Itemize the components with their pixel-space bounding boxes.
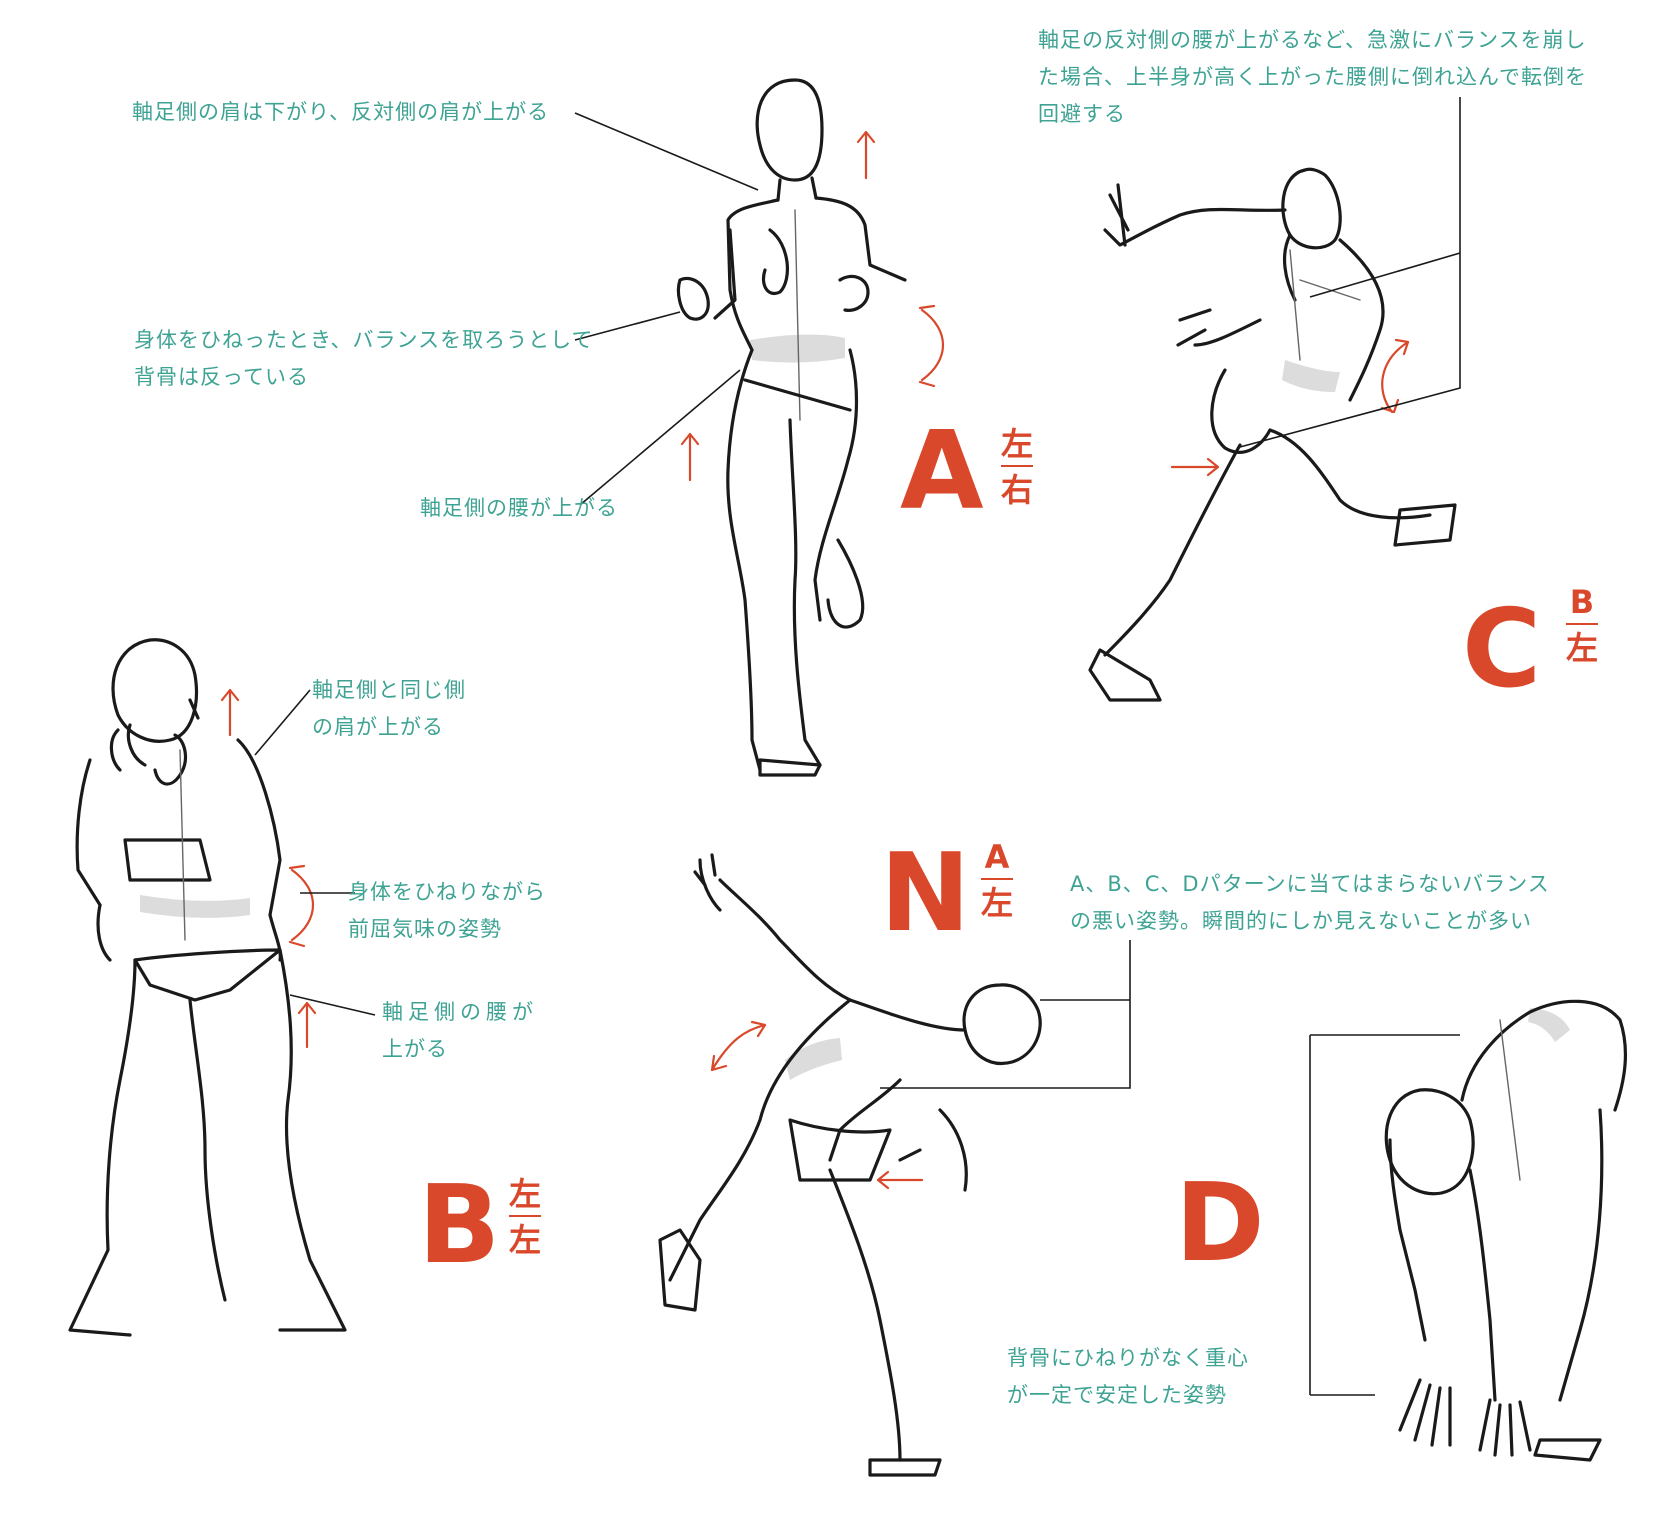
- label-b-top: 左: [508, 1175, 541, 1213]
- label-a-bottom: 右: [1000, 471, 1033, 509]
- label-a-bar: [1001, 465, 1033, 467]
- label-c-top: B: [1569, 583, 1595, 621]
- figure-c-leaders: [1239, 97, 1461, 448]
- figure-a-leaders: [574, 112, 759, 506]
- figure-c: [1088, 167, 1457, 702]
- note-b-shoulder-line2: の肩が上がる: [312, 715, 444, 739]
- note-n-line2: の悪い姿勢。瞬間的にしか見えないことが多い: [1070, 909, 1532, 933]
- label-b-fraction: 左 左: [503, 1175, 547, 1259]
- figure-n-arrows: [710, 1020, 924, 1190]
- note-a-hip: 軸足側の腰が上がる: [420, 496, 618, 520]
- note-a-spine-line2: 背骨は反っている: [134, 365, 309, 389]
- figure-a-arrows: [680, 130, 945, 482]
- note-b-twist-line2: 前屈気味の姿勢: [348, 917, 502, 941]
- figure-n-leaders: [880, 940, 1131, 1089]
- label-n-bar: [981, 878, 1013, 880]
- note-d-line1: 背骨にひねりがなく重心: [1007, 1346, 1249, 1370]
- label-n-top: A: [984, 838, 1010, 876]
- note-a-spine-line1: 身体をひねったとき、バランスを取ろうとして: [134, 328, 594, 352]
- label-a-fraction: 左 右: [995, 425, 1039, 509]
- note-c-line1: 軸足の反対側の腰が上がるなど、急激にバランスを崩し: [1038, 28, 1587, 52]
- figure-b-arrows: [220, 688, 317, 1049]
- figure-a: [676, 78, 907, 777]
- label-a-letter: A: [900, 409, 984, 534]
- label-n-bottom: 左: [980, 884, 1013, 922]
- label-b-bottom: 左: [508, 1221, 541, 1259]
- label-n-fraction: A 左: [975, 838, 1019, 922]
- label-c-bottom: 左: [1565, 629, 1598, 667]
- label-b-letter: B: [418, 1163, 501, 1288]
- label-d-letter: D: [1175, 1161, 1265, 1286]
- note-b-hip-line2: 上がる: [382, 1037, 448, 1061]
- figure-n: [658, 853, 1042, 1477]
- label-n-letter: N: [880, 831, 971, 956]
- note-b-twist-line1: 身体をひねりながら: [348, 880, 546, 904]
- label-c-bar: [1566, 623, 1598, 625]
- note-d-line2: が一定で安定した姿勢: [1007, 1383, 1227, 1407]
- figure-d-leaders: [1309, 1034, 1460, 1396]
- label-b-bar: [509, 1215, 541, 1217]
- figure-c-arrows: [1170, 338, 1410, 477]
- note-c-line3: 回避する: [1038, 102, 1126, 126]
- note-a-shoulder: 軸足側の肩は下がり、反対側の肩が上がる: [132, 100, 550, 124]
- label-c-fraction: B 左: [1560, 583, 1604, 667]
- note-b-hip-line1: 軸足側の腰が: [382, 1000, 538, 1024]
- label-c-letter: C: [1462, 587, 1542, 712]
- note-n-line1: A、B、C、Dパターンに当てはまらないバランス: [1070, 872, 1550, 896]
- note-c-line2: た場合、上半身が高く上がった腰側に倒れ込んで転倒を: [1038, 65, 1587, 89]
- figure-d: [1384, 999, 1628, 1462]
- figure-b: [68, 638, 347, 1337]
- label-a-top: 左: [1000, 425, 1033, 463]
- note-b-shoulder-line1: 軸足側と同じ側: [312, 678, 466, 702]
- figure-b-leaders: [254, 689, 376, 1016]
